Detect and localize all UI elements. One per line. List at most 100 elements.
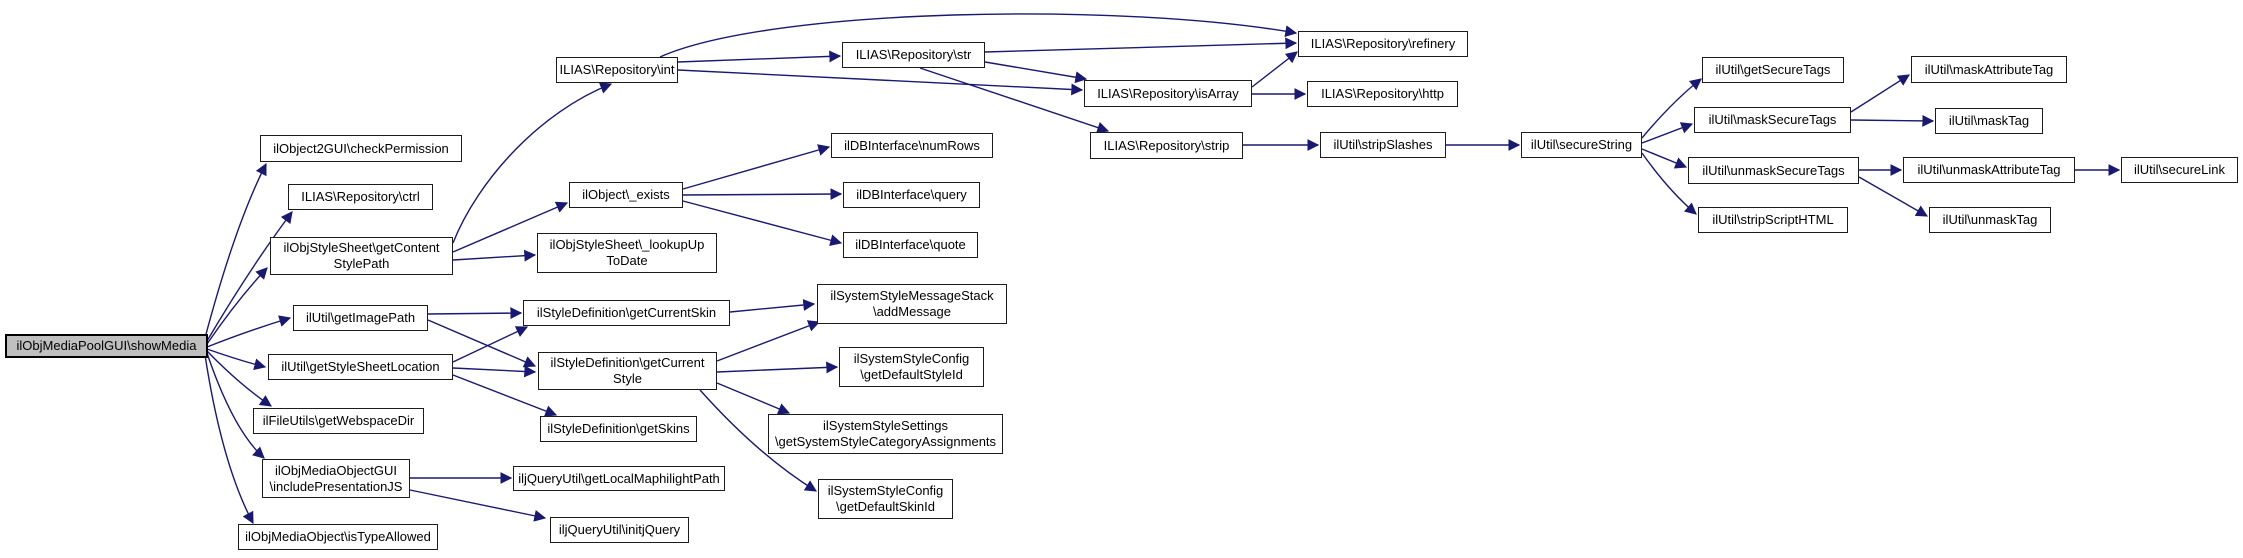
node-label-line: ilUtil\unmaskAttributeTag <box>1917 162 2061 177</box>
graph-node-get-skins[interactable]: ilStyleDefinition\getSkins <box>540 416 697 442</box>
graph-node-get-style-sheet-location[interactable]: ilUtil\getStyleSheetLocation <box>268 354 453 380</box>
graph-node-is-array[interactable]: ILIAS\Repository\isArray <box>1084 80 1252 107</box>
graph-node-get-current-skin[interactable]: ilStyleDefinition\getCurrentSkin <box>523 300 730 326</box>
edge-get-image-path--get-current-skin <box>427 307 523 320</box>
graph-node-show-media: ilObjMediaPoolGUI\showMedia <box>5 334 208 358</box>
node-label-line: ilUtil\maskSecureTags <box>1708 112 1837 127</box>
node-label-line: Style <box>613 371 642 386</box>
graph-node-mask-tag[interactable]: ilUtil\maskTag <box>1935 108 2043 134</box>
edge-get-style-sheet-location--get-current-skin <box>452 326 529 363</box>
node-label-line: \includePresentationJS <box>269 478 403 494</box>
edge-repository-int--refinery <box>659 13 1298 58</box>
graph-node-mask-attribute-tag[interactable]: ilUtil\maskAttributeTag <box>1911 56 2067 83</box>
node-label-line: ilStyleDefinition\getCurrentSkin <box>536 305 717 320</box>
edge-get-content-style-path--object-exists <box>452 201 569 253</box>
node-label-line: ilSystemStyleMessageStack <box>830 288 994 303</box>
graph-node-strip-script-html[interactable]: ilUtil\stripScriptHTML <box>1698 207 1848 233</box>
node-label-line: ilObjMediaObject\isTypeAllowed <box>245 529 431 544</box>
edge-get-current-skin--add-message <box>729 299 816 313</box>
edge-repository-int--repository-str <box>677 50 842 63</box>
node-label-line: \getDefaultStyleId <box>860 367 963 382</box>
graph-node-is-type-allowed[interactable]: ilObjMediaObject\isTypeAllowed <box>238 524 438 550</box>
node-label-line: ilObject\_exists <box>582 187 670 202</box>
edge-get-current-style--get-default-style-id <box>716 361 839 374</box>
graph-node-strip-slashes[interactable]: ilUtil\stripSlashes <box>1320 132 1446 158</box>
edge-get-content-style-path--repository-int <box>452 82 613 244</box>
node-label-line: ilDBInterface\query <box>856 187 967 202</box>
edge-repository-str--repository-strip <box>919 67 1110 134</box>
graph-node-get-local-maphilight-path[interactable]: iljQueryUtil\getLocalMaphilightPath <box>513 466 725 491</box>
node-label-line: ilObjStyleSheet\getContent <box>283 240 440 255</box>
graph-node-mask-secure-tags[interactable]: ilUtil\maskSecureTags <box>1694 107 1851 133</box>
edge-secure-string--unmask-secure-tags <box>1641 148 1688 169</box>
graph-node-repository-str[interactable]: ILIAS\Repository\str <box>842 42 985 68</box>
node-label-line: ILIAS\Repository\int <box>559 62 675 77</box>
edge-repository-int--is-array <box>677 69 1084 96</box>
graph-node-get-default-skin-id[interactable]: ilSystemStyleConfig\getDefaultSkinId <box>818 479 953 519</box>
node-label-line: ilUtil\unmaskTag <box>1942 212 2038 227</box>
graph-node-http[interactable]: ILIAS\Repository\http <box>1307 81 1458 107</box>
node-label-line: ilStyleDefinition\getCurrent <box>550 355 705 370</box>
node-label-line: ilUtil\maskAttributeTag <box>1924 61 2054 77</box>
edge-show-media--check-permission <box>204 162 267 339</box>
edge-is-array--refinery <box>1251 51 1298 88</box>
edge-get-current-style--get-default-skin-id <box>699 389 818 492</box>
edge-object-exists--db-query <box>682 188 843 201</box>
graph-node-unmask-secure-tags[interactable]: ilUtil\unmaskSecureTags <box>1688 157 1859 184</box>
graph-node-get-image-path[interactable]: ilUtil\getImagePath <box>293 305 428 331</box>
node-label-line: StylePath <box>333 256 390 271</box>
graph-node-unmask-attribute-tag[interactable]: ilUtil\unmaskAttributeTag <box>1903 157 2075 183</box>
node-label-line: ilSystemStyleConfig <box>853 351 970 366</box>
node-label-line: iljQueryUtil\initjQuery <box>558 522 681 537</box>
edge-repository-str--refinery <box>984 37 1298 53</box>
node-label-line: ToDate <box>606 253 648 268</box>
graph-node-refinery[interactable]: ILIAS\Repository\refinery <box>1298 31 1468 57</box>
edge-show-media--get-image-path <box>206 315 292 348</box>
graph-node-unmask-tag[interactable]: ilUtil\unmaskTag <box>1929 207 2051 233</box>
node-label-line: ilDBInterface\numRows <box>844 137 980 153</box>
edge-show-media--get-content-style-path <box>206 267 268 345</box>
graph-node-init-jquery[interactable]: iljQueryUtil\initjQuery <box>550 517 689 543</box>
graph-node-secure-string[interactable]: ilUtil\secureString <box>1521 132 1642 158</box>
graph-node-object-exists[interactable]: ilObject\_exists <box>569 182 683 208</box>
node-label-line: ilUtil\getImagePath <box>305 310 416 325</box>
graph-node-db-quote[interactable]: ilDBInterface\quote <box>843 232 978 258</box>
node-label-line: iljQueryUtil\getLocalMaphilightPath <box>518 470 720 486</box>
node-label-line: ilUtil\stripScriptHTML <box>1712 212 1834 227</box>
graph-node-get-system-style-category-assignments[interactable]: ilSystemStyleSettings\getSystemStyleCate… <box>768 414 1003 454</box>
node-label-line: ILIAS\Repository\http <box>1321 86 1444 101</box>
node-label-line: ilUtil\getStyleSheetLocation <box>281 359 440 374</box>
graph-node-repository-strip[interactable]: ILIAS\Repository\strip <box>1090 132 1243 159</box>
graph-node-num-rows[interactable]: ilDBInterface\numRows <box>831 133 993 158</box>
graph-node-check-permission[interactable]: ilObject2GUI\checkPermission <box>260 135 462 162</box>
edge-show-media--include-presentation-js <box>206 352 265 459</box>
edge-show-media--repository-ctrl <box>206 211 293 342</box>
edge-unmask-secure-tags--unmask-tag <box>1858 176 1929 217</box>
edge-get-style-sheet-location--get-current-style <box>452 365 537 378</box>
node-label-line: ilSystemStyleSettings <box>823 418 948 433</box>
node-label-line: ilFileUtils\getWebspaceDir <box>262 413 415 428</box>
node-label-line: ilUtil\maskTag <box>1948 113 2030 128</box>
graph-node-db-query[interactable]: ilDBInterface\query <box>843 182 980 208</box>
graph-node-secure-link[interactable]: ilUtil\secureLink <box>2121 157 2238 183</box>
graph-node-repository-int[interactable]: ILIAS\Repository\int <box>556 57 678 83</box>
graph-node-include-presentation-js[interactable]: ilObjMediaObjectGUI\includePresentationJ… <box>262 459 410 498</box>
edge-show-media--is-type-allowed <box>204 354 254 525</box>
graph-node-get-default-style-id[interactable]: ilSystemStyleConfig\getDefaultStyleId <box>839 347 984 387</box>
edge-object-exists--db-quote <box>682 200 843 246</box>
graph-node-repository-ctrl[interactable]: ILIAS\Repository\ctrl <box>288 184 433 210</box>
node-label-line: ILIAS\Repository\ctrl <box>301 189 420 204</box>
graph-node-get-secure-tags[interactable]: ilUtil\getSecureTags <box>1702 57 1844 83</box>
graph-node-get-webspace-dir[interactable]: ilFileUtils\getWebspaceDir <box>253 408 424 434</box>
graph-node-add-message[interactable]: ilSystemStyleMessageStack\addMessage <box>817 284 1007 324</box>
node-label-line: ilUtil\secureLink <box>2133 162 2226 177</box>
node-label-line: ILIAS\Repository\str <box>855 47 972 62</box>
edge-secure-string--mask-secure-tags <box>1641 122 1694 144</box>
edge-mask-secure-tags--mask-tag <box>1850 114 1935 127</box>
node-label-line: ILIAS\Repository\strip <box>1103 137 1230 153</box>
